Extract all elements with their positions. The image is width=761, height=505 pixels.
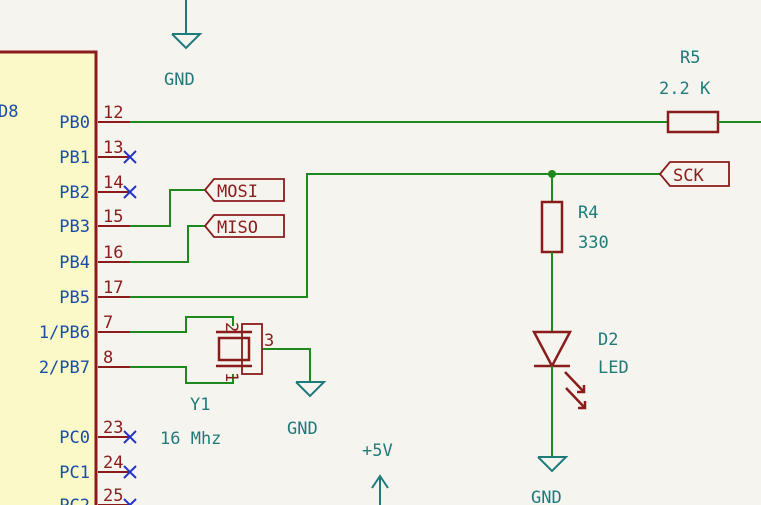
gnd-symbol-d2 [537, 456, 569, 473]
pin-number-8: 8 [103, 348, 113, 368]
gnd-label-top: GND [164, 70, 195, 90]
y1-value: 16 Mhz [160, 429, 221, 449]
r4-ref: R4 [578, 203, 598, 223]
r4-value: 330 [578, 233, 609, 253]
wire-y1-gnd [262, 348, 311, 382]
mosi-label-flag [203, 178, 285, 202]
r5-ref: R5 [680, 48, 700, 68]
wire-pb5-sck [130, 173, 660, 298]
pin-number-16: 16 [103, 243, 123, 263]
vcc-label: +5V [362, 441, 393, 461]
pin-number-12: 12 [103, 103, 123, 123]
ic-partial-name: D8 [0, 102, 18, 122]
r5-resistor [666, 110, 720, 134]
pin-number-25: 25 [103, 486, 123, 505]
wire-xtal1 [130, 316, 234, 333]
no-connect-24 [123, 465, 137, 479]
pin-name-7: 1/PB6 [39, 323, 90, 343]
wire-mosi [130, 189, 205, 227]
pin-number-24: 24 [103, 453, 123, 473]
pin-name-13: PB1 [59, 148, 90, 168]
miso-label-flag [203, 214, 285, 238]
sck-label-flag [658, 161, 730, 187]
d2-led [531, 330, 587, 410]
y1-crystal [216, 323, 263, 375]
no-connect-13 [123, 150, 137, 164]
r5-value: 2.2 K [659, 79, 711, 99]
pin-number-15: 15 [103, 207, 123, 227]
y1-pin1: 1 [221, 372, 241, 382]
r4-resistor [540, 200, 564, 254]
pin-name-17: PB5 [59, 288, 90, 308]
gnd-label-y1: GND [287, 419, 318, 439]
pin-name-12: PB0 [59, 113, 90, 133]
no-connect-23 [123, 430, 137, 444]
no-connect-25 [123, 498, 137, 505]
pin-number-23: 23 [103, 418, 123, 438]
d2-value: LED [598, 358, 629, 378]
pin-name-16: PB4 [59, 253, 90, 273]
d2-ref: D2 [598, 330, 618, 350]
vcc-symbol [371, 474, 389, 505]
pin-number-13: 13 [103, 138, 123, 158]
no-connect-14 [123, 185, 137, 199]
ic-body [0, 50, 98, 505]
wire-miso [130, 225, 205, 263]
pin-number-7: 7 [103, 313, 113, 333]
y1-ref: Y1 [190, 395, 210, 415]
pin-name-14: PB2 [59, 183, 90, 203]
gnd-symbol-y1 [295, 381, 327, 398]
gnd-symbol-top [171, 0, 203, 50]
pin-name-25: PC2 [59, 496, 90, 505]
pin-name-15: PB3 [59, 217, 90, 237]
pin-number-17: 17 [103, 278, 123, 298]
gnd-label-d2: GND [531, 488, 562, 505]
mosi-label: MOSI [217, 182, 258, 202]
sck-label: SCK [673, 166, 704, 186]
miso-label: MISO [217, 218, 258, 238]
y1-pin3: 3 [264, 331, 274, 351]
pin-name-24: PC1 [59, 463, 90, 483]
y1-pin2: 2 [221, 322, 241, 332]
pin-number-14: 14 [103, 173, 123, 193]
pin-name-8: 2/PB7 [39, 358, 90, 378]
wire-xtal2 [130, 366, 234, 384]
pin-name-23: PC0 [59, 428, 90, 448]
